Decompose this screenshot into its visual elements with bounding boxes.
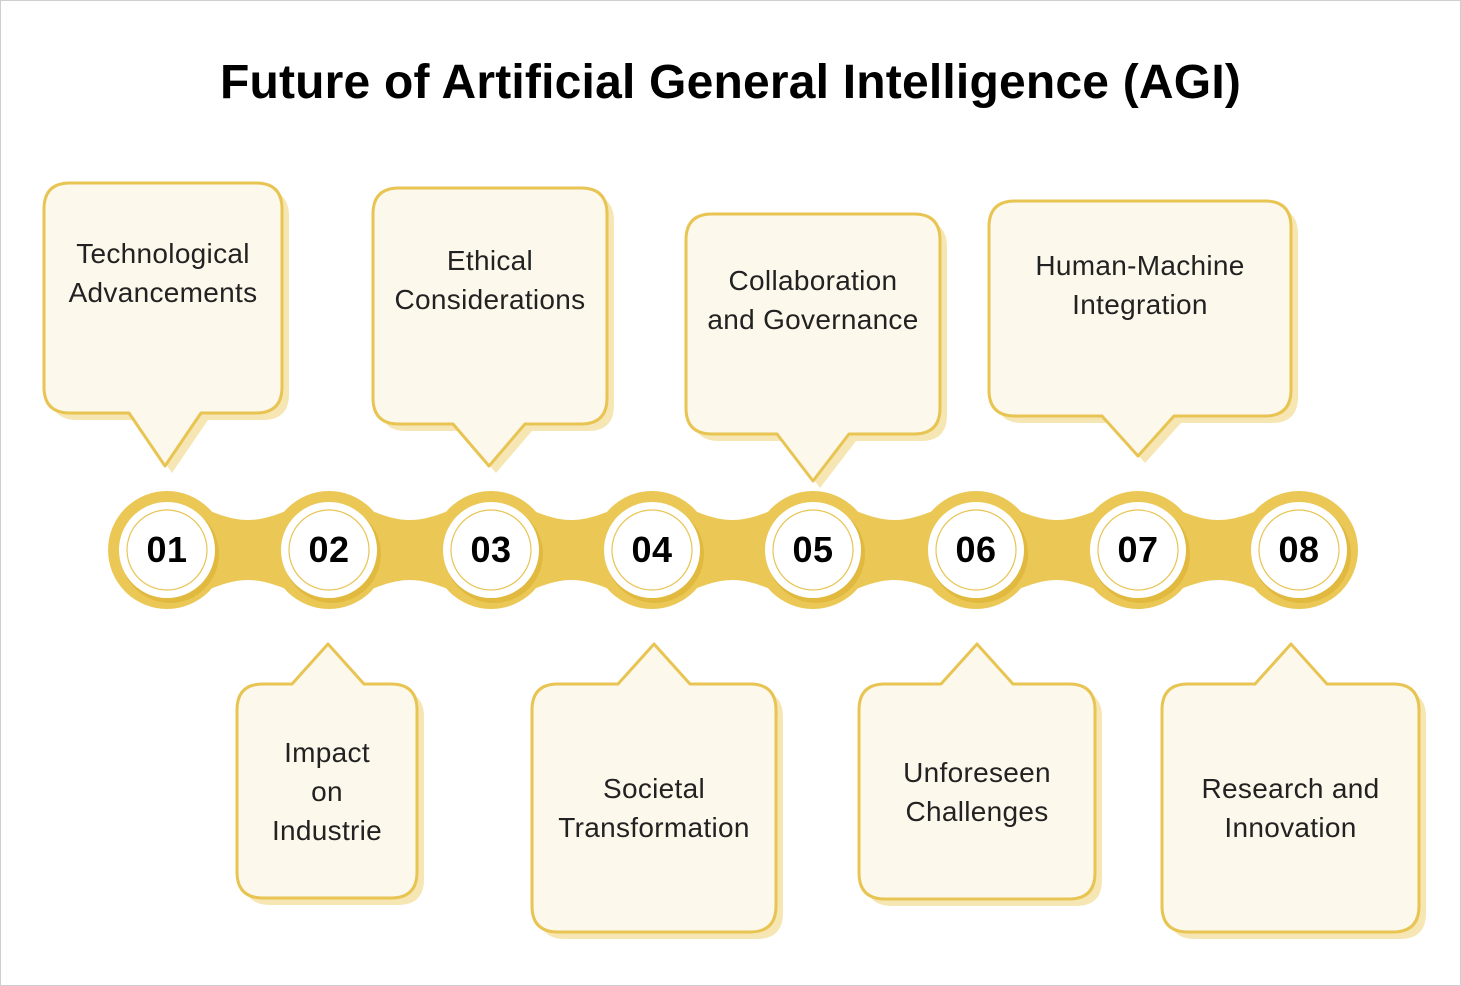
callout-01 [42,181,289,473]
page-title: Future of Artificial General Intelligenc… [219,56,1242,109]
callout-line: Unforeseen [903,756,1051,788]
node-inner-ring [1258,509,1340,591]
callout-line: Technological [76,237,250,269]
step-node-03 [432,491,550,609]
node-disc [604,502,700,598]
callout-line: Innovation [1224,812,1357,843]
node-inner-ring [1097,509,1179,591]
callout-08 [1160,642,1426,939]
callout-bubble [684,212,942,483]
callout-line: Industrie [271,814,383,846]
step-number-04: 04 [631,529,673,570]
callout-line: Collaboration [728,264,898,296]
callout-line: and Governance [707,303,919,335]
callouts-layer [42,181,1426,939]
node-inner-ring [935,509,1017,591]
step-node-05 [754,491,872,609]
callout-line: on [311,775,343,807]
callout-line: Advancements [68,276,258,308]
callout-bubble [42,181,284,468]
step-node-06 [917,491,1035,609]
step-node-02 [270,491,388,609]
callout-bubble [235,642,419,900]
callout-07 [987,199,1298,463]
step-number-01: 01 [146,529,188,570]
step-number-08: 08 [1278,529,1320,570]
callout-line: Ethical [446,245,534,277]
callout-line: Societal [602,773,705,804]
node-inner-ring [611,509,693,591]
callout-bubble [857,642,1097,901]
callout-bubble [371,186,609,468]
node-disc [119,502,215,598]
callout-line: Considerations [394,284,586,316]
callout-02 [235,642,424,905]
callout-06 [857,642,1102,906]
step-number-02: 02 [308,529,350,570]
node-inner-ring [772,509,854,591]
callout-line: Transformation [558,812,750,843]
timeline-chain [108,491,1358,609]
callout-05 [684,212,947,488]
callout-bubble [1160,642,1421,934]
callout-label-05: Collaboration and Governance [686,232,940,368]
step-number-05: 05 [792,529,834,570]
callout-line: Human-Machine [1035,249,1245,281]
step-node-01 [108,491,226,609]
callout-03 [371,186,614,473]
node-disc [281,502,377,598]
node-disc [765,502,861,598]
node-disc [1251,502,1347,598]
callout-line: Integration [1072,288,1208,320]
callout-04 [530,642,783,939]
callout-line: Impact [284,736,370,768]
node-disc [1090,502,1186,598]
step-number-07: 07 [1117,529,1159,570]
step-node-04 [593,491,711,609]
step-node-07 [1079,491,1197,609]
step-number-03: 03 [470,529,512,570]
node-disc [928,502,1024,598]
callout-line: Research and [1201,773,1380,804]
node-inner-ring [126,509,208,591]
node-inner-ring [288,509,370,591]
callout-bubble [530,642,778,934]
node-inner-ring [450,509,532,591]
step-node-08 [1240,491,1358,609]
node-disc [443,502,539,598]
callout-bubble [987,199,1293,458]
step-number-06: 06 [955,529,997,570]
callout-line: Challenges [905,795,1049,827]
